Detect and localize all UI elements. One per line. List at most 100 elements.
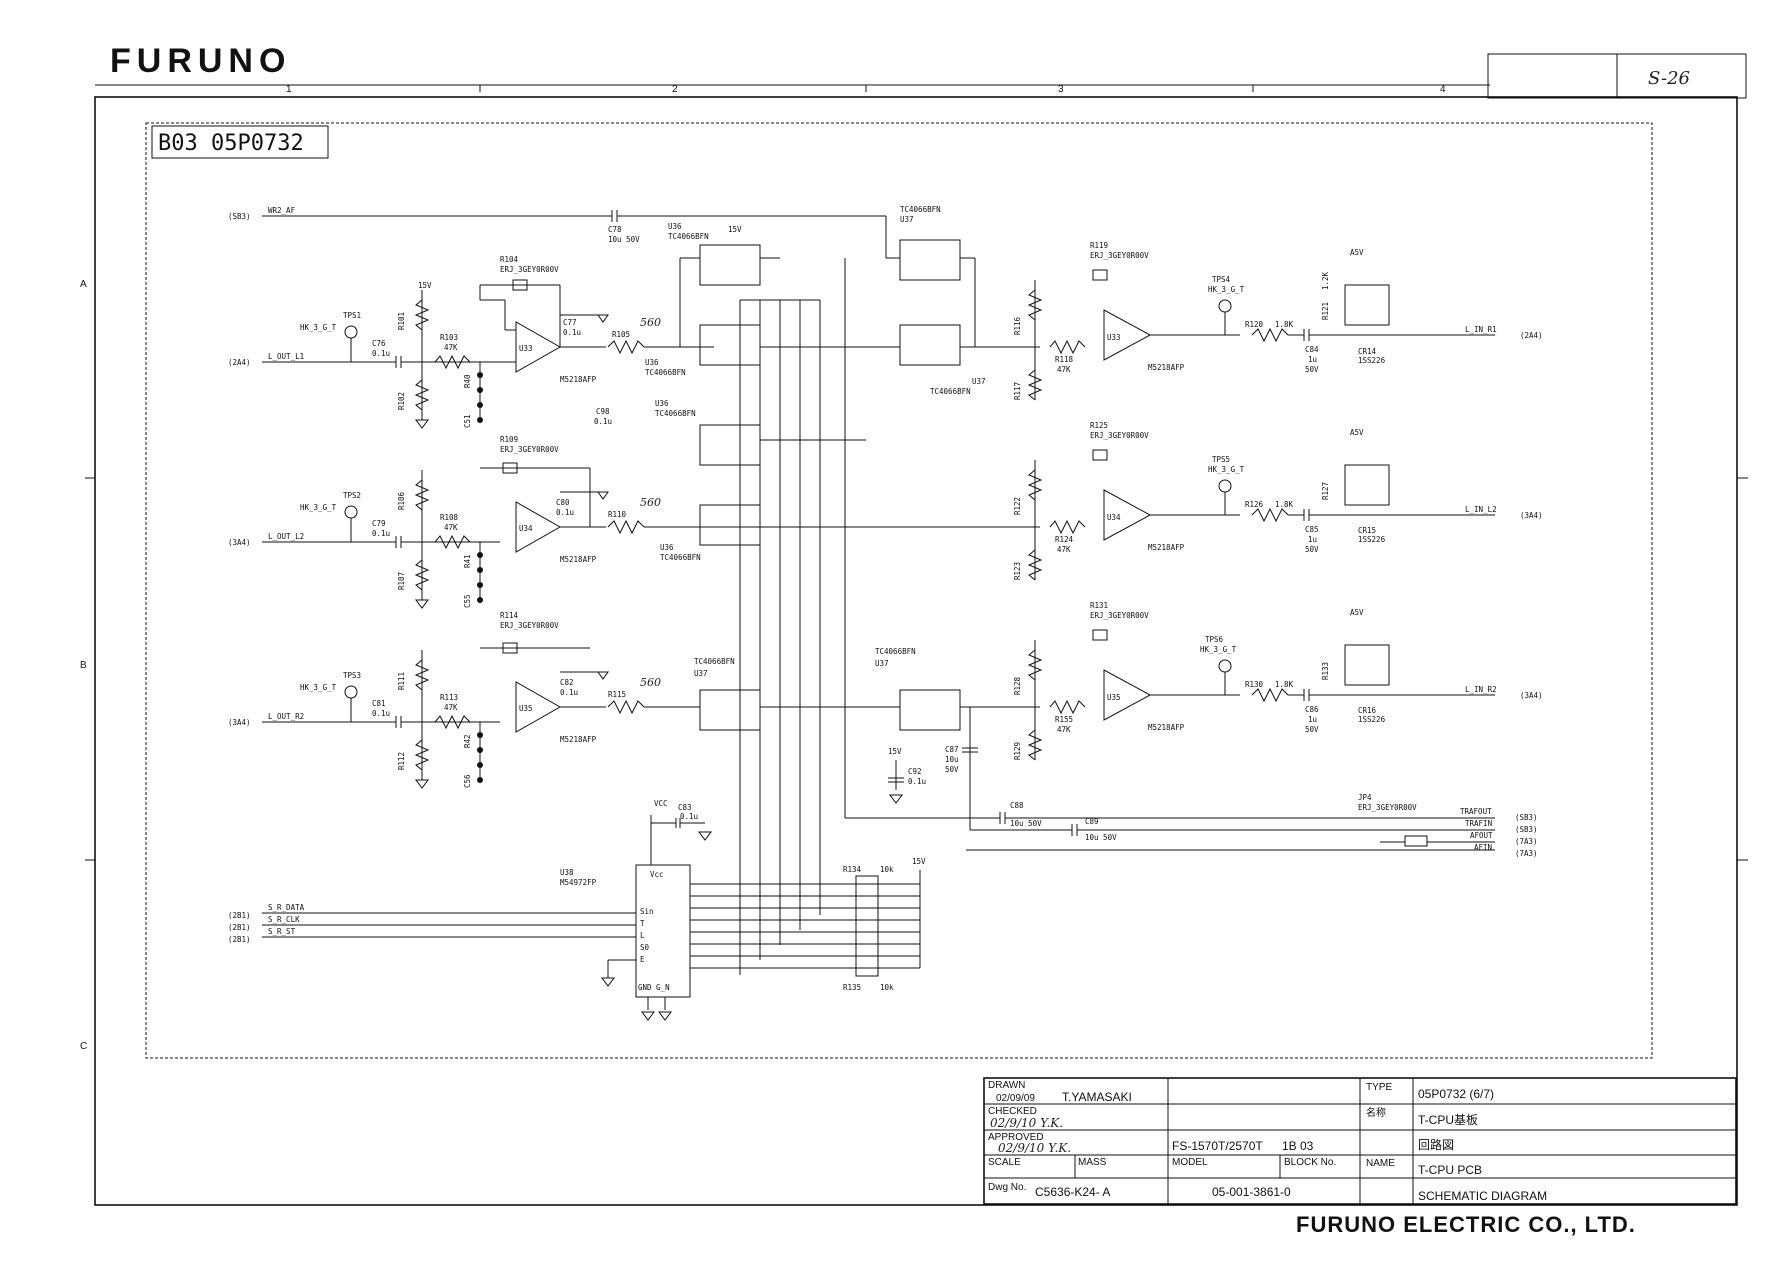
m5218-r1: M5218AFP [1148, 363, 1185, 372]
u34-part: M5218AFP [560, 555, 597, 564]
r103-value: 47K [444, 343, 458, 352]
r133-label: R133 [1321, 662, 1330, 680]
tps1-label: TPS1 [343, 311, 361, 320]
r101-label: R101 [397, 312, 406, 330]
tps1-type: HK_3_G_T [300, 323, 337, 332]
zone-row-c: C [80, 1041, 87, 1052]
c88-label: C88 [1010, 801, 1024, 810]
sheet-id: B03 05P0732 [158, 131, 304, 156]
model-value: FS-1570T/2570T [1172, 1139, 1263, 1153]
u38-pin-e: E [640, 955, 645, 964]
r115-value: 560 [640, 676, 661, 689]
c85-label: C85 [1305, 525, 1319, 534]
u37-part-d: TC4066BFN [875, 647, 916, 656]
ref-sb3-in: (SB3) [228, 212, 251, 221]
r123-label: R123 [1013, 562, 1022, 580]
c87-value-2: 50V [945, 765, 959, 774]
c89-label: C89 [1085, 817, 1099, 826]
m5218-r3: M5218AFP [1148, 723, 1185, 732]
r118-value: 47K [1057, 365, 1071, 374]
v15-u36: 15V [728, 225, 742, 234]
signal-trafin: TRAFIN [1465, 819, 1492, 828]
zone-col-1: 1 [286, 84, 292, 95]
ref-3a4-out-2: (3A4) [1520, 691, 1543, 700]
cr15-part: 1SS226 [1358, 535, 1386, 544]
ref-sb3-trafin: (SB3) [1515, 825, 1538, 834]
u36-label-b: U36 [645, 358, 659, 367]
name-value: T-CPU PCB [1418, 1163, 1482, 1177]
scale-label: SCALE [988, 1157, 1021, 1168]
type-label: TYPE [1366, 1082, 1392, 1093]
r124-value: 47K [1057, 545, 1071, 554]
u37-part-c: TC4066BFN [694, 657, 735, 666]
zone-col-3: 3 [1058, 84, 1064, 95]
c78-label: C78 [608, 225, 622, 234]
ref-sb3-trafout: (SB3) [1515, 813, 1538, 822]
u34b-label: U34 [1107, 513, 1121, 522]
signal-l-in-r1: L_IN_R1 [1465, 325, 1497, 334]
name-jp-value: T-CPU基板 [1418, 1113, 1478, 1127]
signal-wr2-af: WR2_AF [268, 206, 296, 215]
v15-label-1: 15V [418, 281, 432, 290]
c78-value: 10u 50V [608, 235, 640, 244]
r115-label: R115 [608, 690, 626, 699]
zone-row-a: A [80, 279, 87, 290]
u35b-label: U35 [1107, 693, 1121, 702]
checked-sig: 02/9/10 Y.K. [990, 1116, 1063, 1130]
r126-value: 1.8K [1275, 500, 1294, 509]
a5v-r2: A5V [1350, 428, 1364, 437]
r134-value: 10k [880, 865, 894, 874]
tps6-label: TPS6 [1205, 635, 1224, 644]
signal-l-out-l2: L_OUT_L2 [268, 532, 304, 541]
vcc-label: VCC [654, 799, 668, 808]
signal-afout: AFOUT [1470, 831, 1493, 840]
name-label: NAME [1366, 1158, 1395, 1169]
m5218-r2: M5218AFP [1148, 543, 1185, 552]
schematic-value: SCHEMATIC DIAGRAM [1418, 1189, 1547, 1203]
ref-7a3-afin: (7A3) [1515, 849, 1538, 858]
tps3-label: TPS3 [343, 671, 361, 680]
model-label: MODEL [1172, 1157, 1208, 1168]
cr14-part: 1SS226 [1358, 356, 1386, 365]
r42-label: R42 [463, 734, 472, 748]
signal-afin: AFIN [1474, 843, 1492, 852]
r41-label: R41 [463, 554, 472, 568]
r125-value: ERJ_3GEY0R00V [1090, 431, 1149, 440]
c56-label: C56 [463, 774, 472, 788]
r120-value: 1.8K [1275, 320, 1294, 329]
v15-array: 15V [912, 857, 926, 866]
r104-label: R104 [500, 255, 519, 264]
u37-label-b: U37 [972, 377, 986, 386]
u38-pin-t: T [640, 919, 645, 928]
r121-label: R121 [1321, 302, 1330, 320]
ref-2a4-in: (2A4) [228, 358, 251, 367]
c83-value: 0.1u [680, 812, 698, 821]
u37-label-c: U37 [694, 669, 708, 678]
r122-label: R122 [1013, 497, 1022, 515]
r135-value: 10k [880, 983, 894, 992]
jp4-label: JP4 [1358, 793, 1372, 802]
u36-part-c: TC4066BFN [655, 409, 696, 418]
kairo-value: 回路図 [1418, 1137, 1454, 1152]
u38-pin-l: L [640, 931, 645, 940]
r112-label: R112 [397, 752, 406, 770]
u36-label-a: U36 [668, 222, 682, 231]
signal-l-in-l2: L_IN_L2 [1465, 505, 1497, 514]
drawn-name: T.YAMASAKI [1062, 1090, 1132, 1104]
r134-label: R134 [843, 865, 862, 874]
r127-label: R127 [1321, 482, 1330, 500]
r128-label: R128 [1013, 676, 1022, 695]
u36-part-b: TC4066BFN [645, 368, 686, 377]
u38-pin-sin: Sin [640, 907, 654, 916]
u33-part: M5218AFP [560, 375, 597, 384]
r108-value: 47K [444, 523, 458, 532]
r155-value: 47K [1057, 725, 1071, 734]
u38-pin-s0: S0 [640, 943, 650, 952]
r155-label: R155 [1055, 715, 1073, 724]
u37-part-a: TC4066BFN [900, 205, 941, 214]
u36-part-a: TC4066BFN [668, 232, 709, 241]
r102-label: R102 [397, 392, 406, 410]
c87-value-1: 10u [945, 755, 959, 764]
u35-label: U35 [519, 704, 533, 713]
ref-2b1-st: (2B1) [228, 935, 251, 944]
